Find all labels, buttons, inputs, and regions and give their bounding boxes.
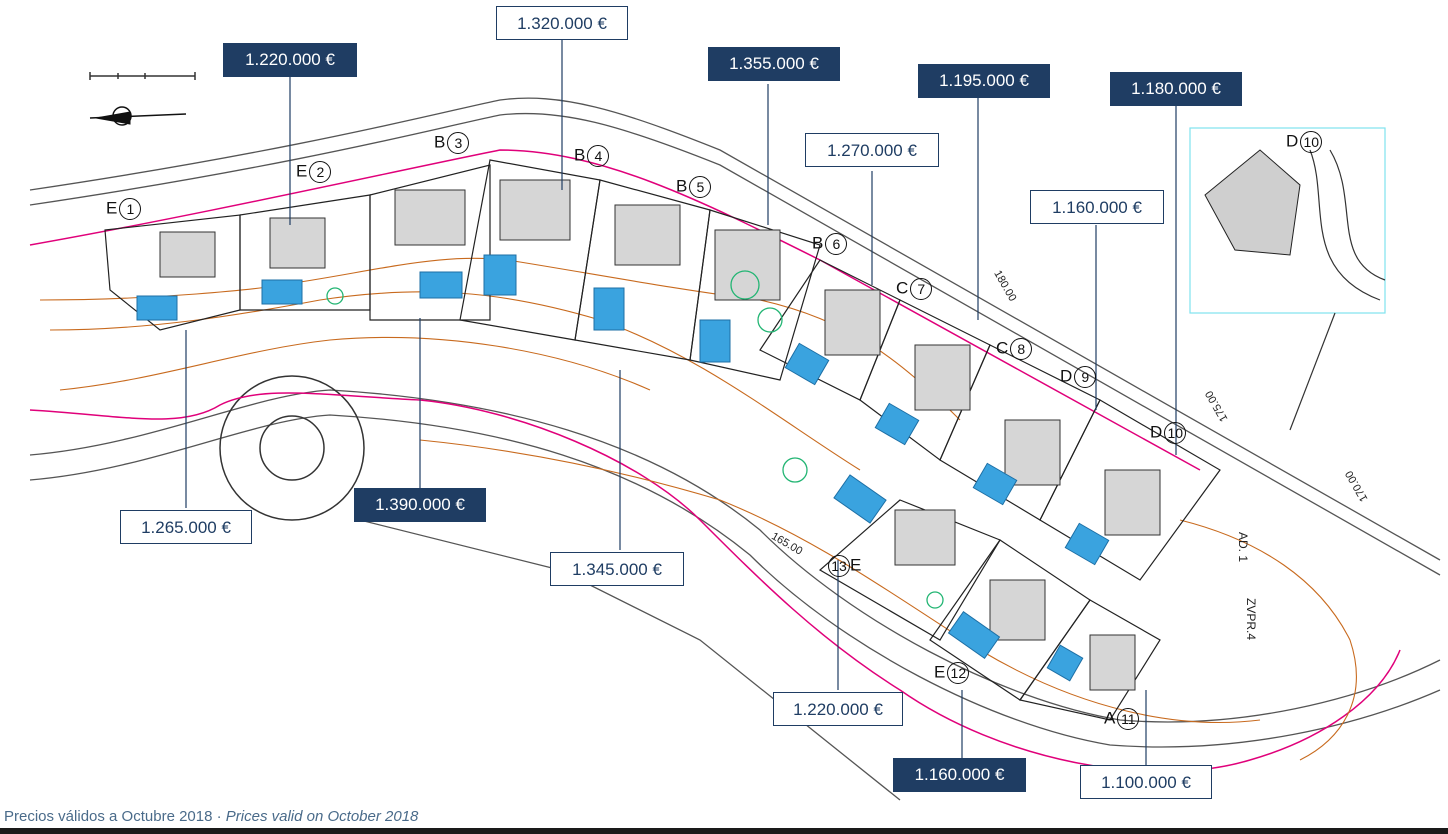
roundabout [219,375,365,521]
bottom-bar [0,828,1448,834]
price-box: 1.320.000 € [496,6,628,40]
price-box: 1.355.000 € [708,47,840,81]
leader-lines [185,40,1177,765]
price-box: 1.220.000 € [773,692,903,726]
price-box: 1.345.000 € [550,552,684,586]
price-validity-note: Precios válidos a Octubre 2018 · Prices … [4,808,418,825]
plot-blocks [104,159,1221,721]
price-box: 1.220.000 € [223,43,357,77]
footer-english: Prices valid on October 2018 [225,808,419,825]
price-box: 1.265.000 € [120,510,252,544]
footer-spanish: Precios válidos a Octubre 2018 · [4,808,226,825]
inset-detail [1189,127,1386,431]
price-box: 1.100.000 € [1080,765,1212,799]
trees [326,270,944,609]
price-box: 1.160.000 € [1030,190,1164,224]
road-label: ZVPR.4 [1244,597,1259,641]
price-box: 1.390.000 € [354,488,486,522]
scale-bar [89,72,196,80]
price-box: 1.160.000 € [893,758,1026,792]
buildings [159,179,1161,691]
pools [136,254,1110,682]
price-box: 1.270.000 € [805,133,939,167]
road-label: AD. 1 [1236,531,1251,563]
contour-lines [39,257,1357,761]
price-box: 1.180.000 € [1110,72,1242,106]
north-arrow-icon [89,106,187,126]
price-box: 1.195.000 € [918,64,1050,98]
